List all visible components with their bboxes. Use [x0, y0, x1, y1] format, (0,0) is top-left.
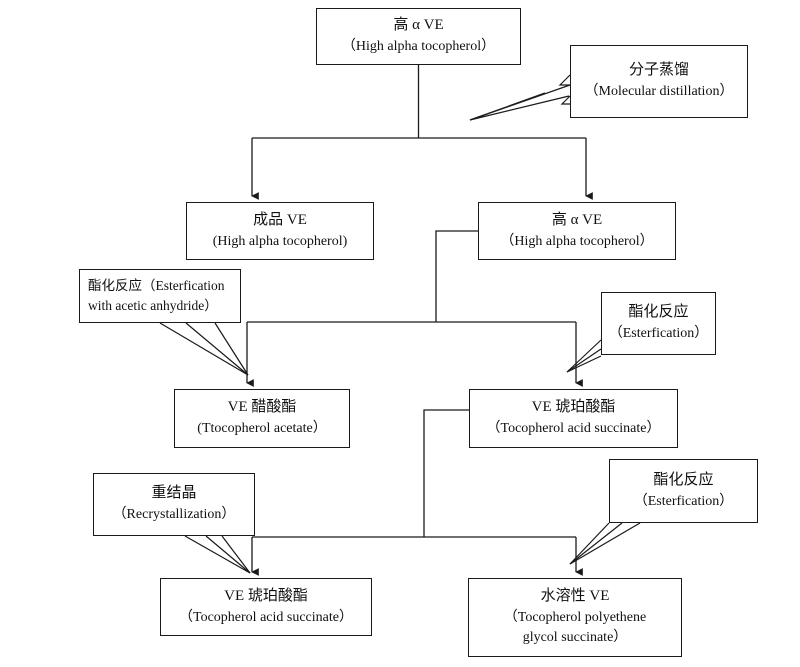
node-line: （Esterfication）: [608, 326, 709, 342]
node-line: VE 琥珀酸酯: [224, 587, 308, 604]
node-line: (Ttocopherol acetate）: [197, 421, 327, 437]
node-line: （Tocopherol acid succinate）: [486, 421, 661, 437]
callout-tail-recrystallization: [184, 535, 251, 574]
callout-tail-molecular-distillation: [469, 74, 571, 121]
node-finished-ve[interactable]: 成品 VE (High alpha tocopherol): [186, 202, 374, 260]
node-line: with acetic anhydride）: [88, 298, 218, 313]
node-line: （Esterfication）: [633, 493, 734, 509]
node-esterification-callout-bottom[interactable]: 酯化反应 （Esterfication）: [609, 459, 758, 523]
connector-top-split: [251, 65, 593, 200]
node-esterification-callout-right[interactable]: 酯化反应 （Esterfication）: [601, 292, 716, 355]
node-line: （Tocopherol polyethene: [503, 610, 647, 626]
node-line: VE 琥珀酸酯: [531, 399, 616, 416]
node-high-alpha-ve-top[interactable]: 高 α VE （High alpha tocopherol）: [316, 8, 521, 65]
callout-tail-esterification-right: [566, 339, 602, 373]
node-line: (High alpha tocopherol): [212, 233, 348, 249]
node-ve-succinate-mid[interactable]: VE 琥珀酸酯 （Tocopherol acid succinate）: [469, 389, 678, 448]
node-line: 水溶性 VE: [540, 588, 610, 605]
callout-tail-esterification-acetic: [159, 322, 249, 376]
node-line: glycol succinate）: [522, 630, 628, 646]
node-line: 重结晶: [151, 485, 197, 502]
node-line: （High alpha tocopherol）: [500, 233, 654, 249]
node-esterification-acetic-anhydride-callout[interactable]: 酯化反应（Esterfication with acetic anhydride…: [79, 269, 241, 323]
node-ve-succinate-bottom[interactable]: VE 琥珀酸酯 （Tocopherol acid succinate）: [160, 578, 372, 636]
node-line: （High alpha tocopherol）: [341, 39, 496, 55]
node-line: VE 醋酸酯: [227, 399, 297, 416]
node-line: 成品 VE: [253, 211, 307, 228]
node-water-soluble-ve[interactable]: 水溶性 VE （Tocopherol polyethene glycol suc…: [468, 578, 682, 657]
node-molecular-distillation-callout[interactable]: 分子蒸馏 （Molecular distillation）: [570, 45, 748, 118]
node-line: 高 α VE: [551, 211, 603, 228]
node-line: （Recrystallization）: [112, 507, 236, 523]
node-ve-acetate[interactable]: VE 醋酸酯 (Ttocopherol acetate）: [174, 389, 350, 448]
node-line: （Tocopherol acid succinate）: [179, 609, 353, 625]
node-line: 酯化反应（Esterfication: [88, 278, 225, 294]
node-line: 高 α VE: [393, 17, 444, 34]
node-line: 酯化反应: [628, 304, 689, 321]
node-line: 酯化反应: [653, 471, 714, 488]
node-line: （Molecular distillation）: [584, 84, 734, 100]
node-recrystallization-callout[interactable]: 重结晶 （Recrystallization）: [93, 473, 255, 536]
callout-tail-esterification-bottom: [569, 522, 641, 565]
node-line: 分子蒸馏: [628, 62, 689, 79]
node-high-alpha-ve-second[interactable]: 高 α VE （High alpha tocopherol）: [478, 202, 676, 260]
